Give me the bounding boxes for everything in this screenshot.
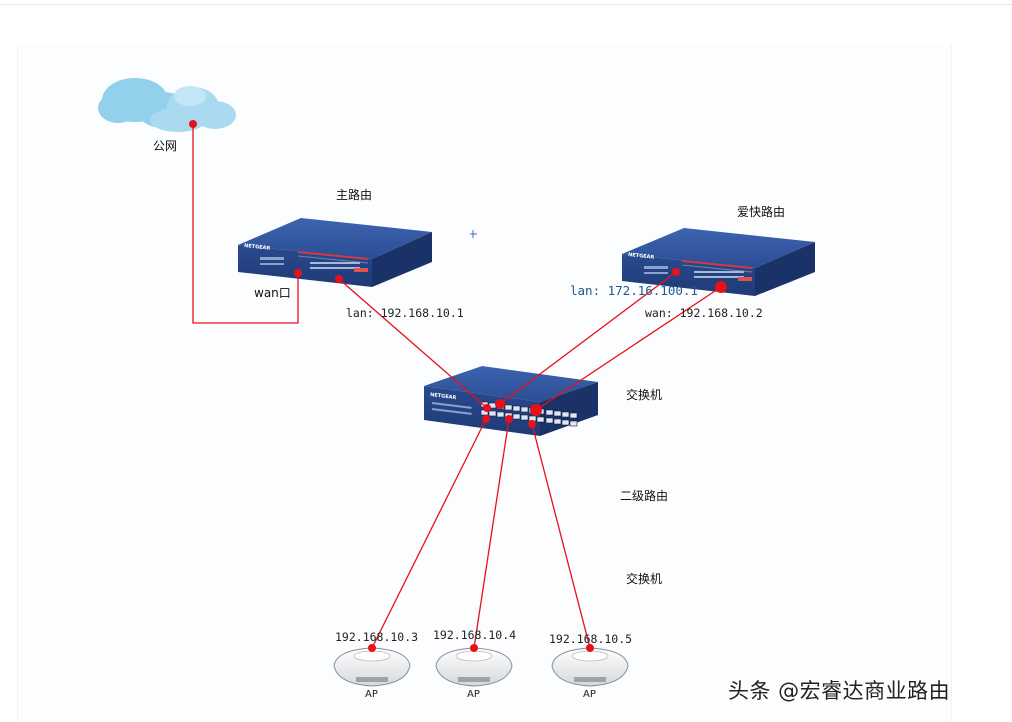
label-ap3: AP	[583, 689, 596, 700]
label-ikuai-wan: wan: 192.168.10.2	[645, 306, 763, 320]
dot-ap3	[586, 644, 594, 652]
label-ikuai-lan: lan: 172.16.100.1	[570, 283, 698, 298]
cables	[192, 124, 722, 649]
cursor-mark-icon	[470, 230, 477, 238]
main-router-icon: NETGEAR	[238, 218, 432, 287]
cable-main-lan-to-switch	[338, 278, 488, 409]
dot-switch-6	[528, 420, 536, 428]
cable-switch-to-ap3	[531, 423, 591, 649]
cable-switch-to-ikuai-wan	[535, 286, 722, 411]
label-ap3-ip: 192.168.10.5	[549, 632, 633, 646]
dot-switch-3	[530, 404, 542, 416]
dot-ap1	[368, 644, 376, 652]
dot-switch-5	[505, 415, 513, 423]
dot-ap2	[470, 644, 478, 652]
cable-internet-to-wan	[192, 124, 299, 324]
switch-icon: NETGEAR	[424, 366, 598, 436]
label-switch: 交换机	[626, 388, 663, 402]
label-switch-2: 交换机	[626, 572, 663, 586]
label-internet: 公网	[153, 139, 178, 153]
dot-ikuai-wan	[715, 281, 727, 293]
svg-text:NETGEAR: NETGEAR	[244, 243, 271, 252]
label-wan-port: wan口	[254, 286, 291, 300]
label-ap2-ip: 192.168.10.4	[433, 628, 517, 642]
label-main-lan: lan: 192.168.10.1	[346, 306, 464, 320]
connection-dots	[189, 120, 727, 652]
svg-text:NETGEAR: NETGEAR	[430, 392, 457, 401]
ap-3-icon	[551, 647, 629, 687]
label-ap1-ip: 192.168.10.3	[335, 630, 419, 644]
dot-main-lan	[335, 275, 343, 283]
dot-cloud	[189, 120, 197, 128]
watermark: 头条 @宏睿达商业路由	[728, 679, 951, 703]
cable-switch-to-ikuai-lan	[499, 271, 677, 405]
ap-1-icon	[333, 647, 411, 687]
dot-switch-4	[482, 415, 490, 423]
label-main-router: 主路由	[336, 188, 373, 202]
cable-switch-to-ap1	[371, 418, 487, 649]
label-ikuai-router: 爱快路由	[737, 205, 786, 219]
dot-wan-port	[294, 269, 302, 277]
label-secondary-router: 二级路由	[620, 489, 669, 503]
internet-cloud-icon	[98, 78, 236, 132]
ikuai-router-icon: NETGEAR	[622, 228, 815, 296]
dot-ikuai-lan	[672, 268, 680, 276]
svg-text:NETGEAR: NETGEAR	[628, 252, 655, 261]
top-divider	[0, 4, 1012, 5]
label-ap1: AP	[365, 689, 378, 700]
label-ap2: AP	[467, 689, 480, 700]
ap-2-icon	[435, 647, 513, 687]
dot-switch-1	[483, 404, 491, 412]
dot-switch-2	[495, 399, 505, 409]
cable-switch-to-ap2	[473, 418, 510, 649]
